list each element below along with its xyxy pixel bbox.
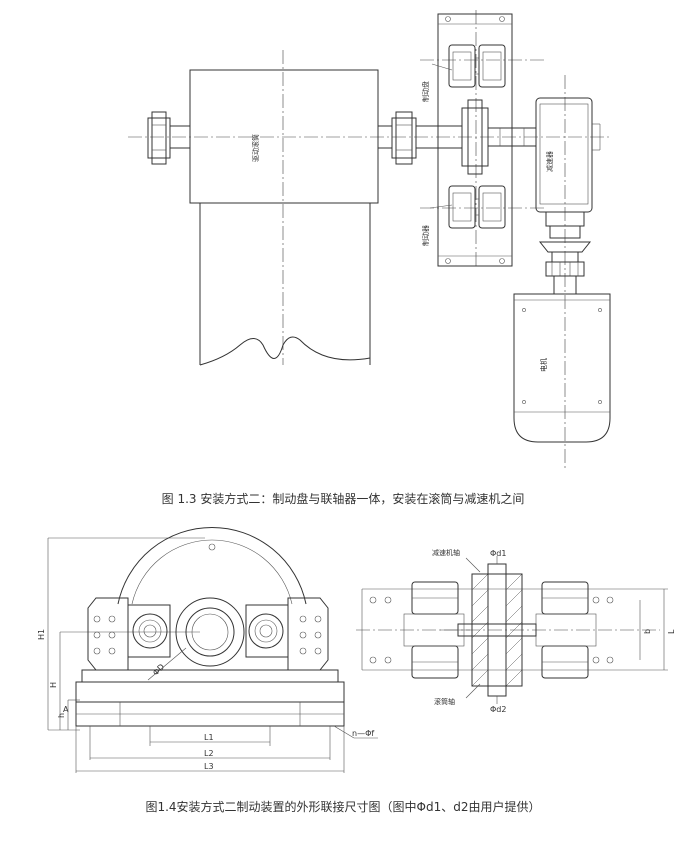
label-reducer: 减速器 [545,151,554,172]
dim-n-phi-f: n—Φf [352,729,374,738]
label-motor: 电机 [539,358,548,372]
label-drive-drum: 驱动滚筒 [251,134,260,162]
figure-1-3-drawing: 驱动滚筒 制动盘 制动器 减速器 电机 [128,10,611,470]
dim-h: h [57,713,66,718]
label-brake-disc: 制动盘 [421,81,430,102]
figure-1-4: H1 H h A ΦD L1 L2 L3 n—Φf [0,515,686,795]
label-drum-shaft: 滚筒轴 [434,697,455,706]
dim-phi-d2: Φd2 [490,705,506,714]
disc-hatching [471,573,523,687]
reducer [535,97,593,213]
dim-H1: H1 [37,629,46,640]
dim-A: A [63,705,69,714]
figure-1-4-drawing: H1 H h A ΦD L1 L2 L3 n—Φf [37,527,676,773]
dim-phi-d1: Φd1 [490,549,506,558]
label-brake: 制动器 [421,225,430,246]
drive-drum [189,69,379,204]
figure-1-3: 驱动滚筒 制动盘 制动器 减速器 电机 [128,10,611,470]
motor [513,293,611,443]
label-reducer-shaft: 减速机轴 [432,548,460,557]
dim-L2: L2 [204,749,214,758]
dim-L: L [667,629,676,634]
caption-figure-1-4: 图1.4安装方式二制动装置的外形联接尺寸图（图中Φd1、d2由用户提供） [145,800,541,814]
dim-b: b [643,629,652,634]
caption-figure-1-3: 图 1.3 安装方式二：制动盘与联轴器一体，安装在滚筒与减速机之间 [161,492,525,506]
dim-L3: L3 [204,762,214,771]
dim-H: H [49,682,58,688]
dim-L1: L1 [204,733,214,742]
